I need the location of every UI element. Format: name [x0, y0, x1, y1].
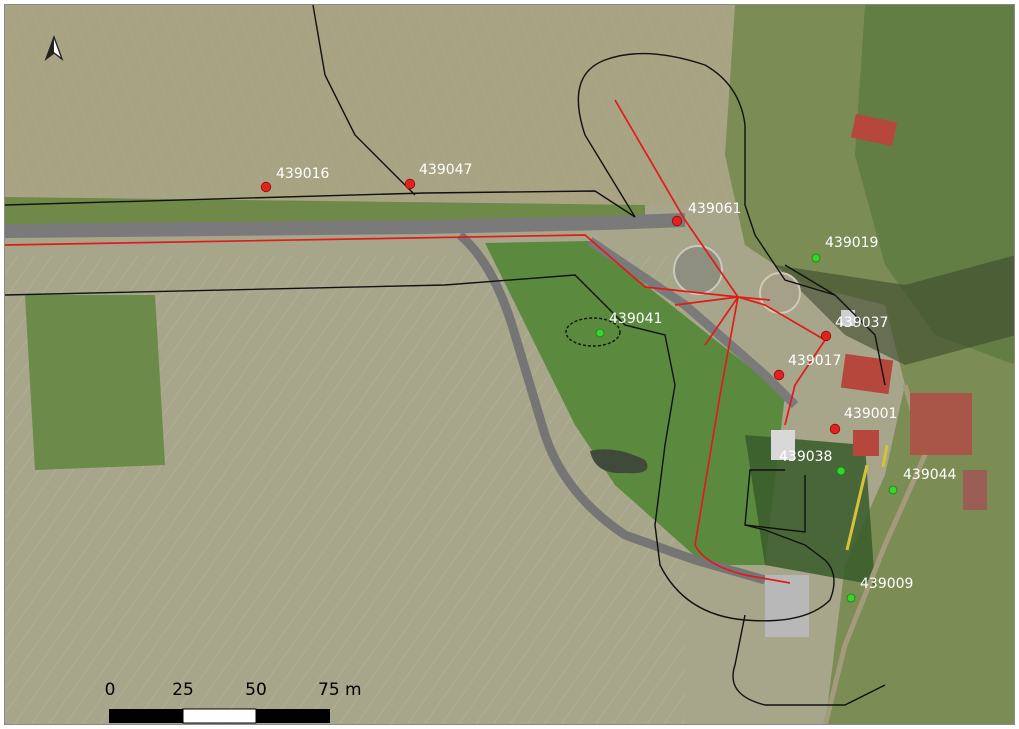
green-square-field — [25, 295, 165, 470]
map-point-439009[interactable]: 439009 — [846, 576, 913, 603]
point-marker[interactable] — [671, 215, 683, 227]
map-point-439038[interactable]: 439038 — [779, 449, 846, 476]
map-point-439019[interactable]: 439019 — [811, 235, 878, 263]
building — [765, 575, 809, 637]
point-label: 439017 — [788, 353, 841, 369]
point-label: 439016 — [276, 166, 330, 182]
woodland-dark — [775, 255, 1014, 365]
building — [841, 310, 855, 326]
pond — [590, 449, 648, 474]
point-marker[interactable] — [820, 330, 832, 342]
map-point-439037[interactable]: 439037 — [820, 315, 888, 342]
point-label: 439009 — [860, 576, 913, 592]
point-marker[interactable] — [811, 253, 821, 263]
scale-bar-segment-3 — [256, 709, 330, 723]
map-point-439044[interactable]: 439044 — [888, 467, 957, 495]
point-marker[interactable] — [846, 593, 856, 603]
point-label: 439047 — [419, 162, 472, 178]
point-label: 439044 — [903, 467, 957, 483]
scale-bar: 0 25 50 75 m — [105, 680, 362, 724]
map-point-439041[interactable]: 439041 — [595, 311, 662, 338]
map-point-439047[interactable]: 439047 — [404, 162, 472, 190]
scale-label-0: 0 — [105, 680, 116, 700]
circular-tank-1 — [673, 245, 723, 295]
map-point-439017[interactable]: 439017 — [773, 353, 841, 381]
map-canvas[interactable]: 439016 439047 439061 439019 439041 439037 4390… — [5, 5, 1015, 725]
point-marker[interactable] — [595, 328, 605, 338]
building — [850, 113, 898, 147]
point-marker[interactable] — [836, 466, 846, 476]
points-layer: 439016 439047 439061 439019 439041 439037 4390… — [260, 162, 957, 603]
point-label: 439037 — [835, 315, 888, 331]
building — [853, 430, 879, 456]
point-label: 439001 — [844, 406, 897, 422]
building — [840, 353, 894, 395]
scale-bar-segment-2 — [182, 708, 257, 724]
north-field — [5, 5, 765, 205]
building — [910, 393, 972, 455]
red-pipelines — [5, 99, 826, 584]
point-marker[interactable] — [773, 369, 785, 381]
point-label: 439038 — [779, 449, 832, 465]
scale-label-25: 25 — [172, 680, 194, 700]
point-marker[interactable] — [260, 181, 272, 193]
buildings — [765, 113, 987, 637]
point-label: 439061 — [688, 201, 741, 217]
central-green-area — [485, 241, 785, 565]
point-marker[interactable] — [888, 485, 898, 495]
main-road — [5, 213, 686, 238]
side-road — [457, 231, 767, 585]
farm-road — [587, 237, 799, 409]
circular-tank-2 — [759, 272, 801, 314]
scale-label-50: 50 — [245, 680, 267, 700]
map-point-439001[interactable]: 439001 — [829, 406, 897, 435]
ditch-line — [845, 464, 869, 551]
ditch-line — [881, 444, 889, 468]
pond-boundary — [565, 317, 621, 347]
scale-bar-segment-1 — [109, 709, 183, 723]
point-label: 439041 — [609, 311, 662, 327]
point-marker[interactable] — [404, 178, 416, 190]
scale-label-75m: 75 m — [318, 680, 362, 700]
boundary-lines — [5, 5, 886, 706]
point-label: 439019 — [825, 235, 878, 251]
building — [963, 470, 987, 510]
map-point-439061[interactable]: 439061 — [671, 201, 741, 227]
north-arrow-icon — [44, 34, 64, 61]
building — [771, 430, 795, 460]
point-marker[interactable] — [829, 423, 841, 435]
map-frame: 439016 439047 439061 439019 439041 439037 4390… — [4, 4, 1015, 725]
map-point-439016[interactable]: 439016 — [260, 166, 330, 193]
